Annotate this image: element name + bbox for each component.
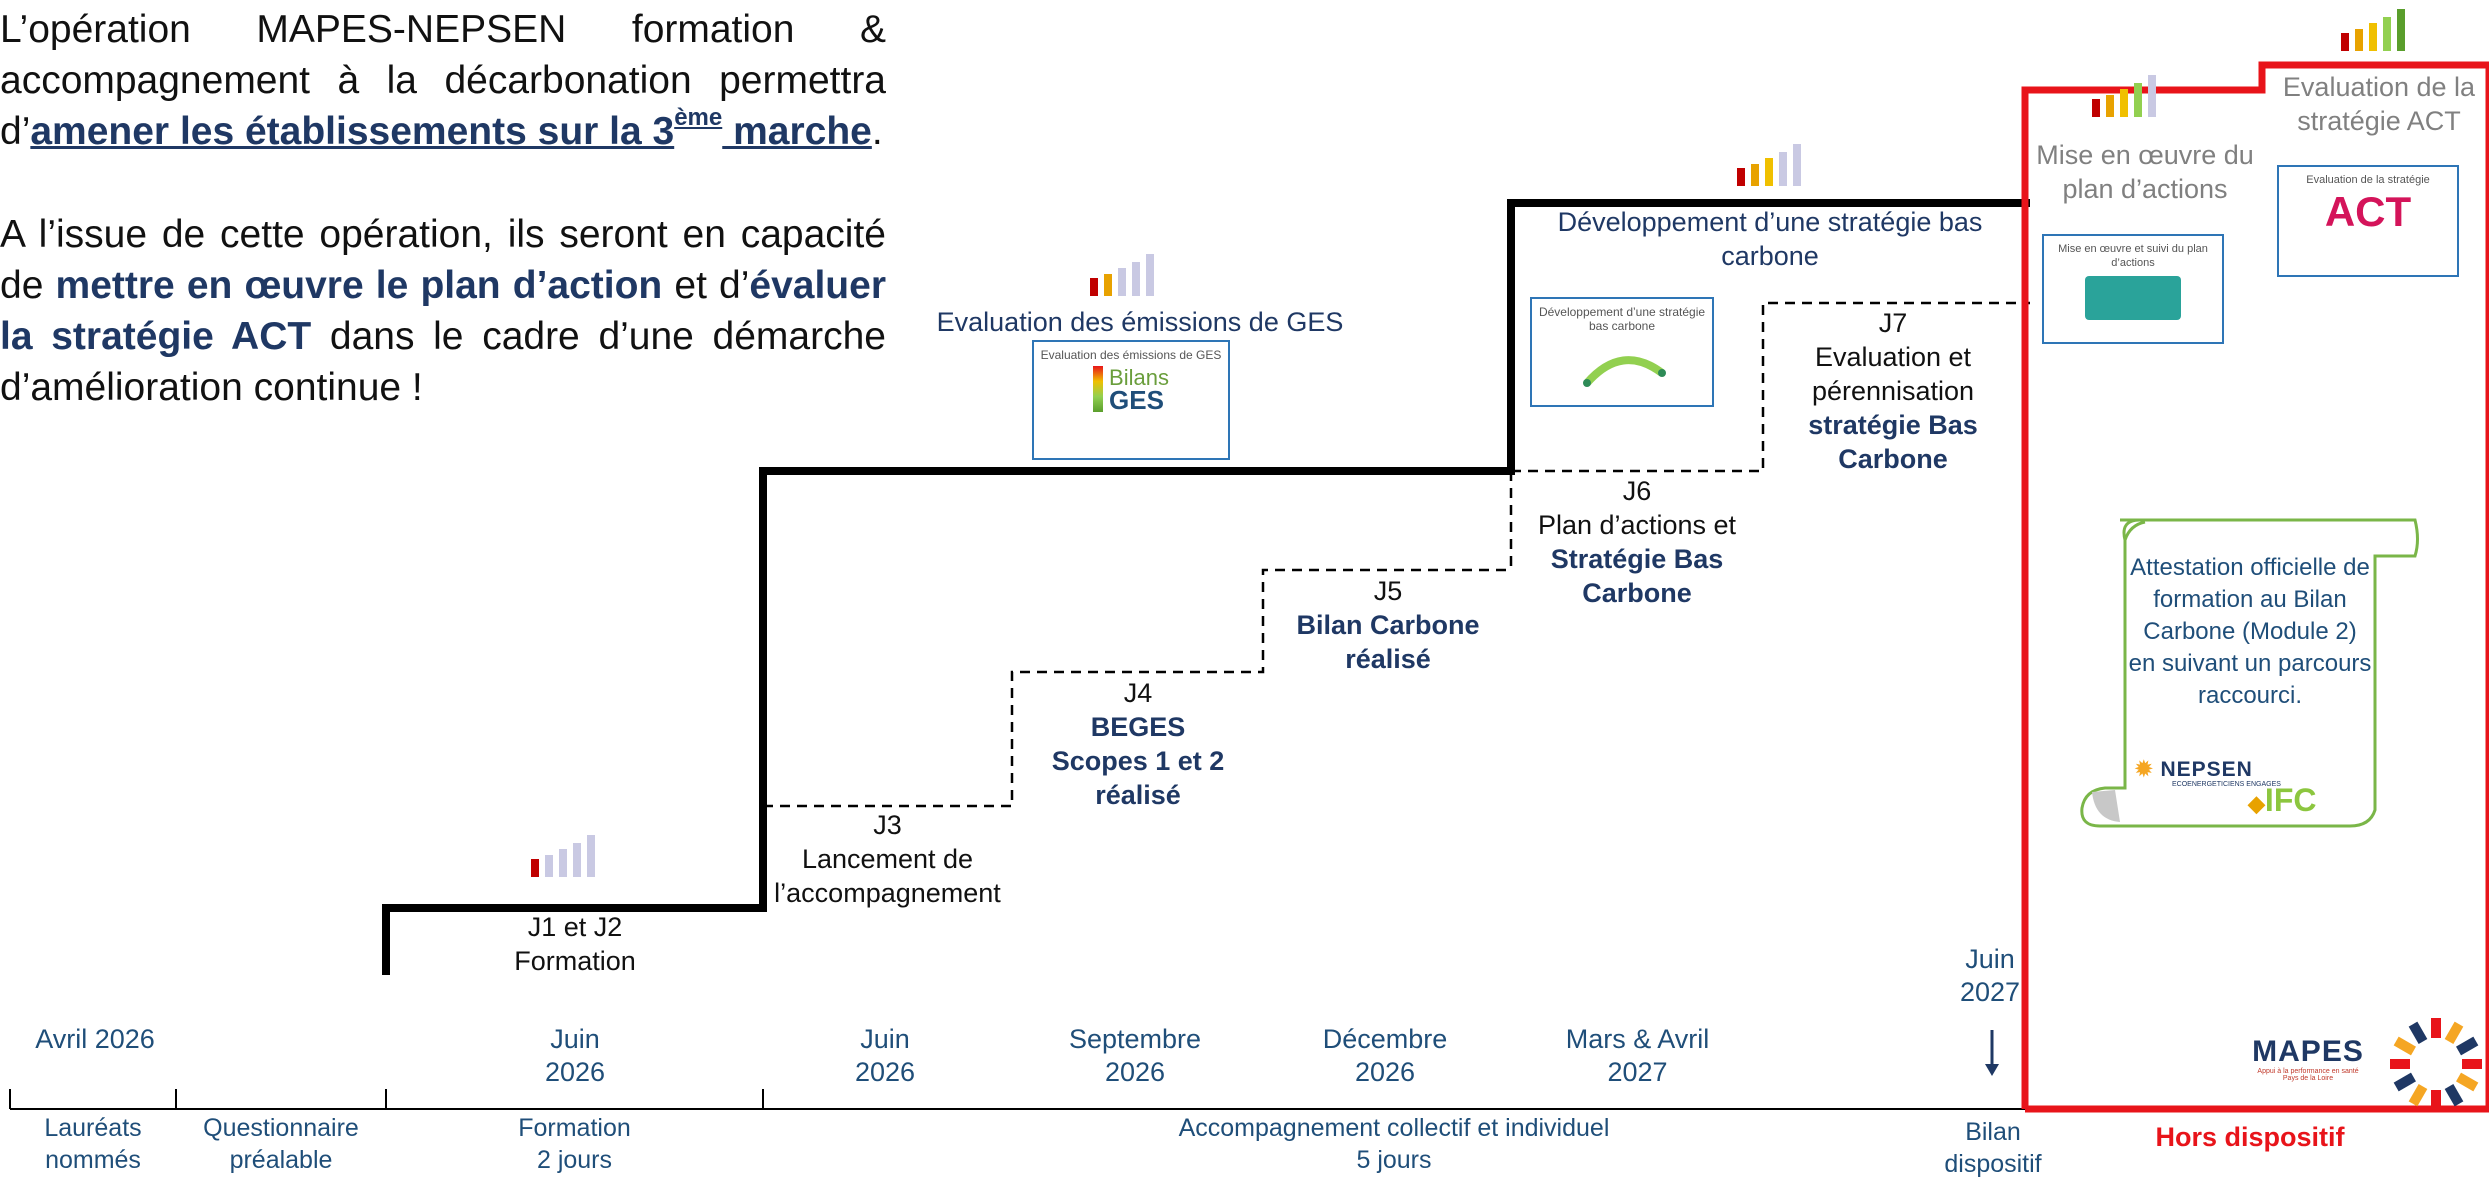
hors-dispositif-frame: [2021, 61, 2489, 1113]
solid-staircase: [382, 199, 2030, 975]
ifc-logo: ◆IFC: [2248, 782, 2317, 818]
mapes-logo: MAPES Appui à la performance en santé Pa…: [2252, 1035, 2364, 1083]
intro-text: L’opération MAPES-NEPSEN formation & acc…: [0, 4, 886, 465]
plan-step-title: Mise en œuvre du plan d’actions: [2036, 140, 2254, 204]
dashed-staircase-upper: [1511, 301, 2030, 473]
plan-card: Mise en œuvre et suivi du plan d’actions: [2042, 234, 2224, 344]
level-5-bars-icon: [2341, 9, 2405, 51]
intro-paragraph-2: A l’issue de cette opération, ils seront…: [0, 213, 887, 409]
hors-dispositif-label: Hors dispositif: [2155, 1122, 2345, 1152]
date-avril-2026: Avril 2026: [35, 1024, 155, 1054]
strategy-curve-icon: [1583, 356, 1666, 387]
level-2-bars-icon: [1090, 254, 1154, 296]
nepsen-subtitle: ECOENERGETICIENS ENGAGES: [2172, 781, 2281, 788]
plan-illustration-icon: [2085, 276, 2181, 320]
act-card: Evaluation de la stratégie ACT: [2277, 165, 2459, 277]
nepsen-logo: ✹ NEPSEN: [2135, 758, 2253, 781]
mapes-sun-icon: [2390, 1018, 2482, 1110]
attestation-text: Attestation officielle de formation au B…: [2128, 554, 2372, 709]
level-3-bars-icon: [1737, 144, 1801, 186]
dev-card: Développement d’une stratégie bas carbon…: [1530, 297, 1714, 407]
level-1-bars-icon: [531, 835, 595, 877]
level-4-bars-icon: [2092, 75, 2156, 117]
ifc-diamond-icon: ◆: [2248, 791, 2265, 816]
act-logo: ACT: [2324, 188, 2412, 235]
dashed-staircase: [763, 568, 1511, 808]
act-step-title: Evaluation de la stratégie ACT: [2282, 72, 2476, 136]
nepsen-sun-icon: ✹: [2135, 758, 2154, 781]
ges-step-title: Evaluation des émissions de GES: [936, 307, 1344, 337]
intro-paragraph-1: L’opération MAPES-NEPSEN formation & acc…: [0, 8, 886, 153]
bilans-ges-logo: Bilans GES: [1034, 366, 1228, 413]
ges-card: Evaluation des émissions de GES Bilans G…: [1032, 340, 1230, 460]
dev-step-title: Développement d’une stratégie bas carbon…: [1557, 207, 1983, 271]
